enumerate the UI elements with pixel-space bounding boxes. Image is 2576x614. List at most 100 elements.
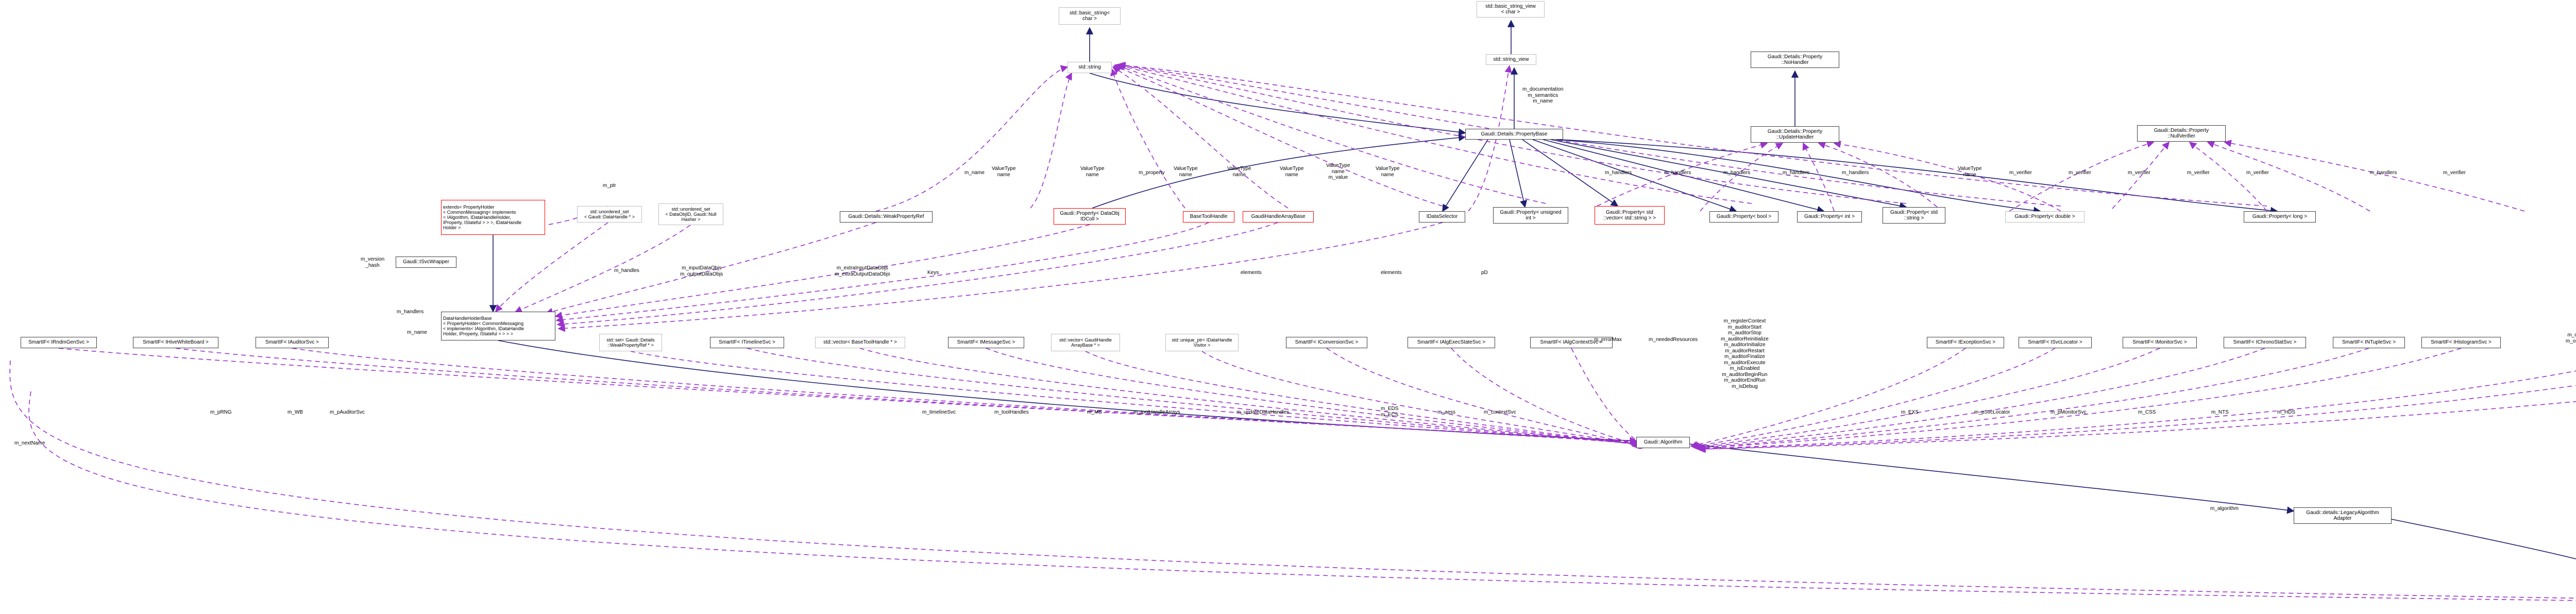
class-node[interactable]: SmartIF< ITimelineSvc >: [710, 337, 784, 348]
edge-label: m_cardinality m_outputLevel: [2566, 332, 2576, 344]
class-node[interactable]: Gaudi::Property< double >: [2005, 211, 2084, 223]
class-node[interactable]: Gaudi::Details::Property ::NoHandler: [1751, 52, 1839, 68]
edge-label: m_handlers: [1664, 170, 1691, 176]
class-node[interactable]: Gaudi::details::LegacyAlgorithm Adapter: [2294, 507, 2392, 524]
edge-label: ValueType name: [1280, 166, 1304, 178]
edge-label: elements: [1381, 270, 1402, 276]
edge-label: m_version _hash: [361, 257, 385, 268]
edge-label: m_WB: [287, 410, 303, 415]
edge-label: m_verifier: [2246, 170, 2269, 176]
edge-label: m_aess: [1437, 410, 1456, 415]
class-node[interactable]: SmartIF< IRndmGenSvc >: [21, 337, 97, 348]
edge-label: m_toolHandleArrays: [1133, 410, 1180, 415]
edge-label: ValueType name: [1227, 166, 1251, 178]
edge-label: m_handlers: [1842, 170, 1869, 176]
class-node[interactable]: Gaudi::Property< long >: [2244, 211, 2316, 223]
class-node[interactable]: SmartIF< IMonitorSvc >: [2123, 337, 2197, 348]
class-node[interactable]: Gaudi::Property< DataObj IDColl >: [1054, 208, 1126, 225]
edge-label: m_toolHandles: [994, 410, 1029, 415]
edge-label: m_handlers: [1605, 170, 1632, 176]
edge-label: m_registerContext m_auditorStart m_audit…: [1721, 318, 1769, 389]
class-node[interactable]: Gaudi::ISvcWrapper: [396, 257, 456, 268]
edge-label: m_verifier: [2009, 170, 2032, 176]
class-node[interactable]: SmartIF< IExceptionSvc >: [1927, 337, 2004, 348]
edge-label: ValueType name: [992, 166, 1016, 178]
edge-label: m_neededResources: [1649, 337, 1698, 343]
class-node[interactable]: SmartIF< IAuditorSvc >: [256, 337, 329, 348]
class-node[interactable]: std::unordered_set < Gaudi::DataHandle *…: [577, 206, 642, 223]
class-node[interactable]: SmartIF< IConversionSvc >: [1286, 337, 1367, 348]
edge-label: ValueType name: [1174, 166, 1198, 178]
edge-label: m_pRNG: [210, 410, 232, 415]
class-node[interactable]: Gaudi::Details::Property ::UpdateHandler: [1751, 126, 1839, 143]
class-node[interactable]: Gaudi::Details::Property ::NullVerifier: [2137, 125, 2226, 142]
edge-label: m_property: [1139, 170, 1165, 176]
edge-label: elements: [1241, 270, 1262, 276]
class-node[interactable]: std::unique_ptr< IDataHandle Visitor >: [1165, 334, 1239, 351]
edge-label: m_handlers: [2370, 170, 2397, 176]
edge-label: ValueType name: [1080, 166, 1105, 178]
class-node[interactable]: GaudiHandleArrayBase: [1243, 211, 1314, 223]
class-node[interactable]: Gaudi::Property< std ::vector< std::stri…: [1595, 206, 1665, 225]
edge-label: m_pAuditorSvc: [330, 410, 365, 415]
edge-label: m_verifier: [2443, 170, 2466, 176]
edge-label: m_EDS m_ECS: [1381, 406, 1399, 418]
class-node[interactable]: Gaudi::Property< unsigned int >: [1493, 207, 1568, 224]
class-node[interactable]: Gaudi::Property< bool >: [1709, 211, 1778, 223]
edge-label: m_verifier: [2128, 170, 2150, 176]
edge-label: m_documentation m_semantics m_name: [1522, 87, 1564, 104]
edge-label: m_EXS: [1901, 410, 1919, 415]
edge-label: ValueType name m_value: [1326, 163, 1350, 180]
class-node[interactable]: std::unordered_set < DataObjID, Gaudi::N…: [658, 203, 723, 225]
edge-label: pD: [1481, 270, 1488, 276]
edge-label: m_extraInputDataObjs m_extraOutputDataOb…: [835, 265, 890, 277]
class-node[interactable]: std::basic_string< char >: [1059, 7, 1121, 25]
edge-label: m_verifier: [2069, 170, 2091, 176]
class-node[interactable]: std::basic_string_view < char >: [1477, 1, 1545, 18]
class-node[interactable]: std::vector< GaudiHandle ArrayBase * >: [1051, 334, 1120, 351]
edge-label: m_errorMax: [1594, 337, 1622, 343]
class-node[interactable]: SmartIF< IChronoStatSvc >: [2224, 337, 2306, 348]
class-node[interactable]: SmartIF< INTupleSvc >: [2333, 337, 2405, 348]
edge-label: m_nextName: [14, 440, 45, 446]
class-node[interactable]: extends< PropertyHolder < CommonMessagin…: [441, 200, 545, 235]
class-node[interactable]: std::vector< BaseToolHandle * >: [815, 337, 905, 348]
edge-label: m_contextSvc: [1484, 410, 1516, 415]
edge-label: m_handles: [614, 268, 639, 274]
edge-label: m_timelineSvc: [922, 410, 956, 415]
edge-label: ValueType name: [1958, 166, 1982, 178]
class-node[interactable]: std::string: [1067, 62, 1112, 73]
class-node[interactable]: SmartIF< IHistogramSvc >: [2421, 337, 2501, 348]
edge-label: m_handlers: [1783, 170, 1810, 176]
edge-label: m_pMonitorSvc: [2050, 410, 2087, 415]
class-node[interactable]: Gaudi::Details::PropertyBase: [1465, 129, 1563, 140]
class-node[interactable]: Gaudi::Property< std ::string >: [1883, 207, 1945, 224]
class-node[interactable]: SmartIF< IAlgExecStateSvc >: [1408, 337, 1495, 348]
edge-label: m_inputDataObjs m_outputDataObjs: [680, 265, 723, 277]
edge-label: m_name: [407, 330, 427, 335]
class-node[interactable]: Gaudi::Algorithm: [1636, 437, 1690, 448]
class-node[interactable]: SmartIF< IHiveWhiteBoard >: [133, 337, 218, 348]
class-node[interactable]: std::set< Gaudi::Details ::WeakPropertyR…: [599, 334, 662, 351]
edge-label: m_pSvcLocator: [1974, 410, 2010, 415]
edge-label: m_name: [964, 170, 985, 176]
edge-label: m_verifier: [2187, 170, 2210, 176]
edge-label: m_MS: [1087, 410, 1102, 415]
class-node[interactable]: BaseToolHandle: [1183, 211, 1234, 223]
class-node[interactable]: DataHandleHolderBase < PropertyHolder< C…: [441, 312, 555, 340]
edge-label: m_handlers: [397, 309, 424, 315]
class-node[interactable]: Gaudi::Property< int >: [1797, 211, 1862, 223]
class-node[interactable]: IDataSelector: [1419, 211, 1465, 223]
edge-label: m_NTS: [2211, 410, 2229, 415]
edge-label: m_updateDataHandles: [1236, 410, 1290, 415]
edge-label: ValueType name: [1376, 166, 1400, 178]
edge-label: m_HDS: [2277, 410, 2296, 415]
class-node[interactable]: SmartIF< IAlgContextSvc >: [1530, 337, 1613, 348]
class-node[interactable]: Gaudi::Details::WeakPropertyRef: [840, 211, 933, 223]
class-node[interactable]: SmartIF< ISvcLocator >: [2019, 337, 2092, 348]
edge-label: Keys: [927, 270, 939, 276]
class-node[interactable]: std::string_view: [1486, 54, 1536, 65]
class-node[interactable]: SmartIF< IMessageSvc >: [948, 337, 1024, 348]
